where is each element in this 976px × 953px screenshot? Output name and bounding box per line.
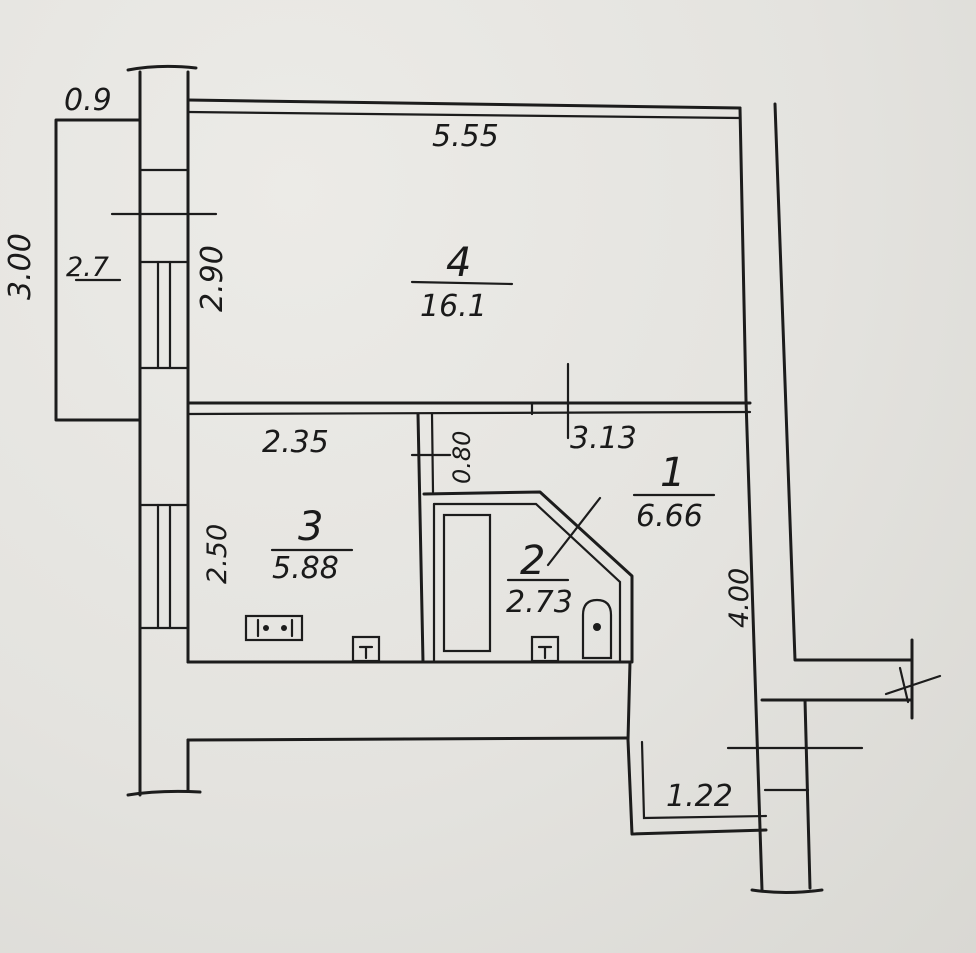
dim-room4-width: 5.55 [432, 119, 499, 154]
dim-balcony-depth: 0.9 [64, 83, 112, 118]
room-4-number: 4 [446, 240, 471, 286]
middle-partition [186, 362, 752, 440]
room-2-area: 2.73 [506, 585, 573, 620]
room-2-number: 2 [520, 538, 545, 584]
sink-icon [530, 635, 560, 663]
stove-icon [244, 614, 304, 642]
room-1-number: 1 [660, 450, 685, 496]
bathtub-icon [442, 513, 492, 653]
dim-room4-depth: 2.90 [195, 245, 230, 312]
room-4-area: 16.1 [420, 289, 487, 324]
left-exterior-wall [110, 64, 218, 797]
right-exterior-wall [726, 102, 942, 894]
room-3-number: 3 [298, 504, 323, 550]
bathroom [422, 490, 634, 664]
toilet-icon [581, 598, 613, 660]
balcony [54, 118, 142, 422]
dim-hall-depth: 4.00 [724, 568, 755, 628]
dim-balcony-length: 3.00 [3, 233, 38, 300]
dim-hall-width: 3.13 [570, 421, 637, 456]
room-3-area: 5.88 [272, 551, 339, 586]
dim-balcony-area: 2.7 [66, 252, 109, 283]
dim-bath-door: 0.80 [448, 431, 476, 484]
dim-room3-width: 2.35 [262, 425, 329, 460]
room-1-area: 6.66 [636, 499, 703, 534]
kitchen-sink-icon [351, 635, 381, 663]
top-wall [186, 98, 748, 402]
dim-room3-depth: 2.50 [202, 524, 233, 584]
dim-corridor-width: 1.22 [666, 779, 733, 814]
